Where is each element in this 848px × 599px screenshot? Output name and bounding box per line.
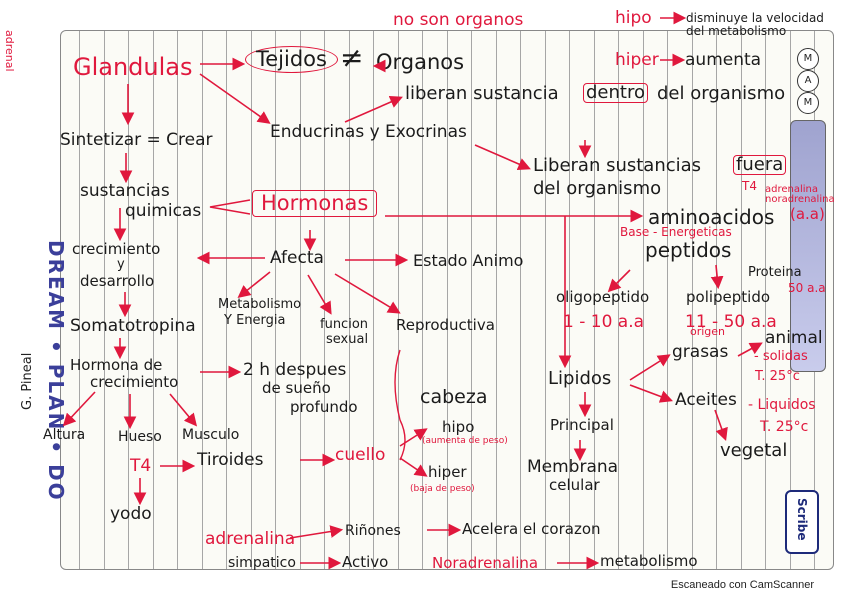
arrow-aceites-vegetal	[715, 410, 725, 438]
arrow-afecta-reproductiva	[335, 274, 398, 312]
arrow-hormona-altura	[65, 392, 95, 424]
arrow-hormonas-sustancias	[210, 200, 250, 214]
arrow-hormona-musculo	[170, 394, 195, 424]
arrow-glandulas-endocrinas	[200, 74, 268, 122]
arrow-endocrinas-fuera	[475, 145, 528, 168]
arrow-afecta-metabolismo	[240, 272, 270, 296]
arrow-endocrinas-dentro	[345, 98, 400, 122]
arrow-adrenalina-rinones	[290, 530, 340, 538]
arrow-peptidos-oligo	[610, 270, 630, 290]
arrow-grasas-animal	[738, 344, 760, 356]
arrow-cuello-hiper	[400, 458, 425, 475]
arrow-lipidos-aceites	[630, 385, 670, 400]
arrow-lipidos-grasas	[630, 356, 668, 380]
arrow-afecta-funcion	[308, 275, 330, 312]
arrow-peptidos-poli	[716, 265, 718, 286]
